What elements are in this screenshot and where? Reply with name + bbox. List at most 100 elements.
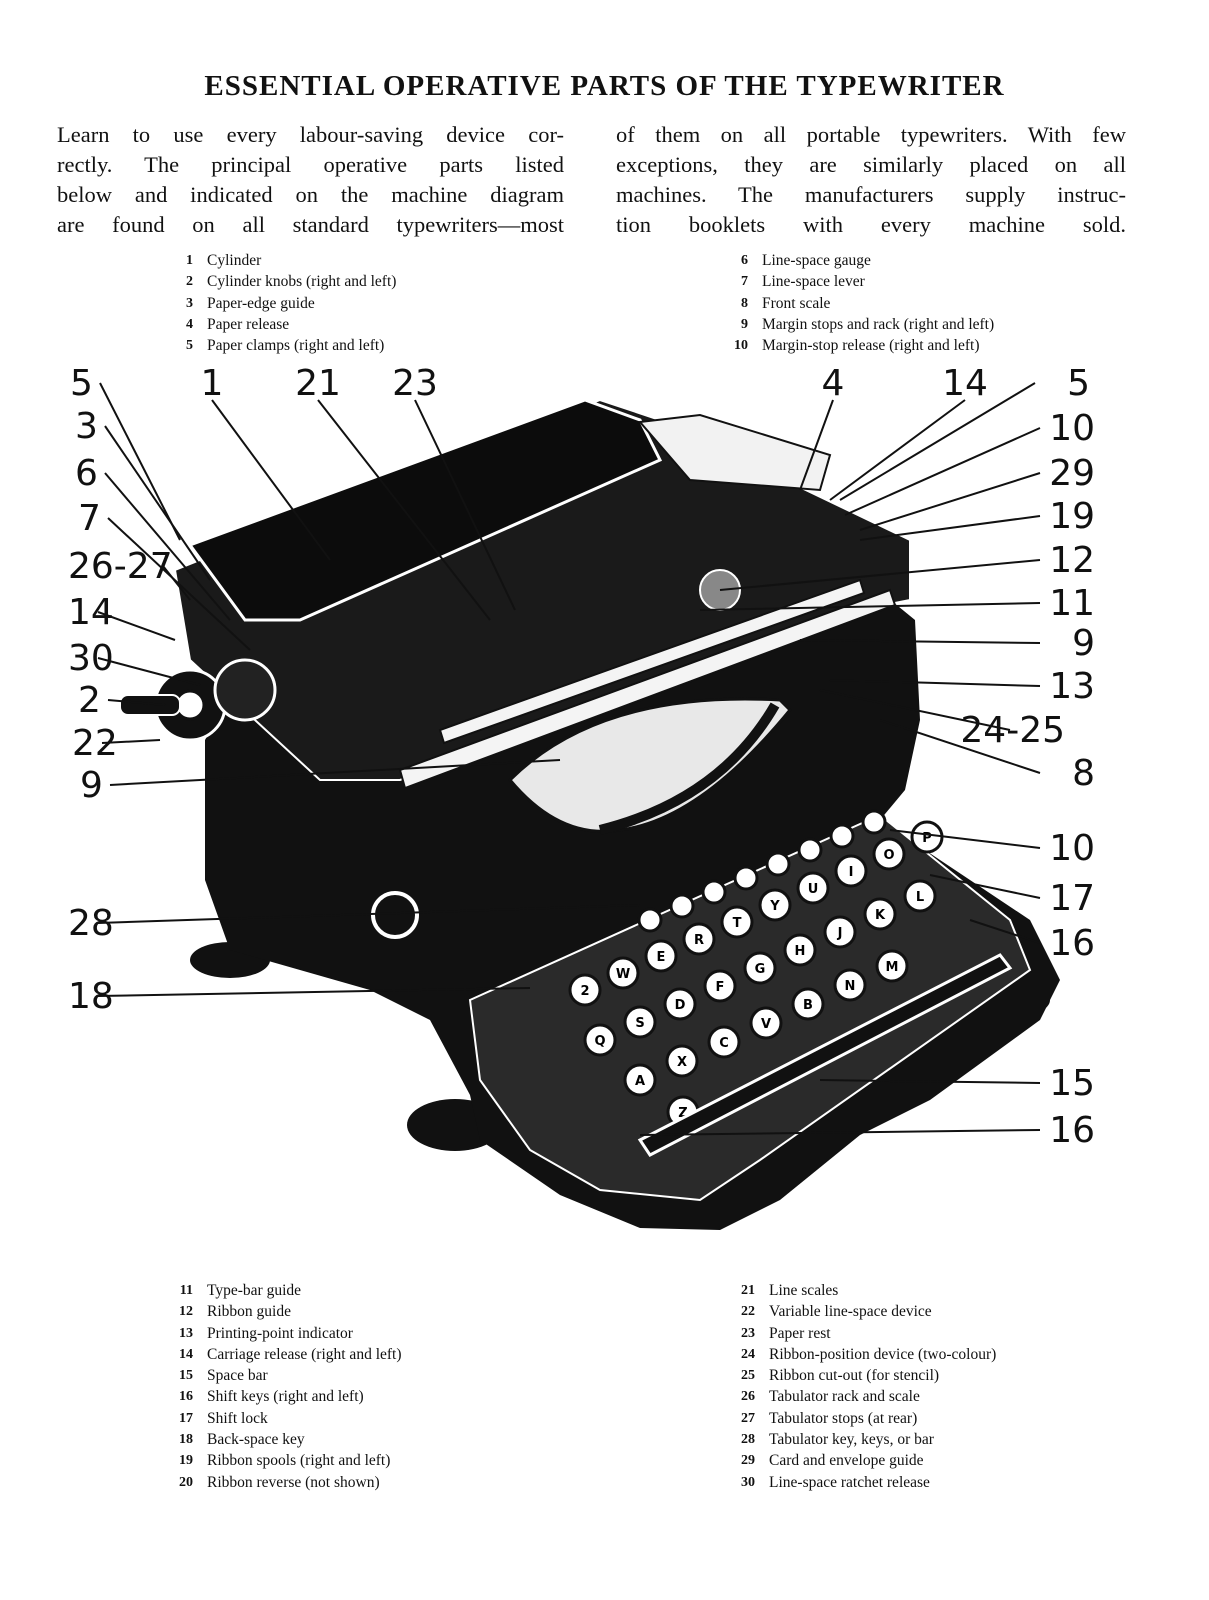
part-number: 18: [179, 1432, 193, 1448]
leader-line: [969, 919, 1041, 944]
intro-line: tion booklets with every machine sold.: [616, 212, 1126, 237]
part-label: Printing-point indicator: [207, 1324, 353, 1342]
key-label: Q: [594, 1034, 605, 1049]
key-label: U: [808, 882, 819, 897]
part-label: Tabulator stops (at rear): [769, 1409, 918, 1427]
key-cap: [791, 987, 825, 1021]
key-cap: [765, 851, 791, 877]
part-label: Margin-stop release (right and left): [762, 337, 980, 355]
key-label: Z: [678, 1106, 687, 1121]
part-label: Variable line-space device: [769, 1303, 932, 1321]
intro-line: machines. The manufacturers supply instr…: [616, 182, 1126, 207]
key-label: A: [635, 1074, 645, 1089]
part-number: 4: [186, 316, 193, 332]
leader-line: [889, 829, 1041, 849]
part-number: 8: [741, 295, 748, 311]
key-cap: [701, 879, 727, 905]
part-number: 9: [741, 316, 748, 332]
leader-line: [844, 427, 1041, 516]
part-label: Ribbon-position device (two-colour): [769, 1345, 997, 1363]
leader-line: [317, 399, 491, 621]
part-number: 7: [741, 274, 748, 290]
part-label: Line-space gauge: [762, 252, 871, 269]
leader-line: [109, 759, 561, 786]
leader-line: [104, 472, 231, 621]
intro-left-column: Learn to use every labour-saving device …: [57, 120, 564, 240]
part-number: 12: [179, 1304, 193, 1320]
leader-line: [101, 739, 161, 744]
part-label: Paper clamps (right and left): [207, 337, 385, 355]
leader-line: [211, 399, 331, 561]
key-cap: [834, 854, 868, 888]
part-label: Cylinder: [207, 252, 262, 269]
part-number: 6: [741, 253, 748, 268]
key-cap: [707, 1025, 741, 1059]
leader-line: [699, 602, 1041, 611]
part-label: Cylinder knobs (right and left): [207, 273, 397, 291]
key-cap: [796, 871, 830, 905]
part-number: 22: [741, 1304, 755, 1320]
key-cap: [823, 915, 857, 949]
part-label: Ribbon cut-out (for stencil): [769, 1367, 940, 1385]
leader-line: [879, 719, 1041, 774]
typebar-basket: [507, 697, 793, 833]
key-label: V: [761, 1017, 771, 1032]
intro-line: of them on all portable typewriters. Wit…: [616, 122, 1126, 147]
part-label: Line-space lever: [762, 273, 865, 291]
part-number: 16: [179, 1389, 193, 1405]
key-cap: [644, 939, 678, 973]
leader-line: [929, 874, 1041, 899]
callout-number: 3: [75, 406, 98, 447]
key-cap: [583, 1023, 617, 1057]
part-item: 2 Cylinder knobs (right and left): [165, 271, 396, 292]
key-label: G: [755, 962, 766, 977]
part-number: 27: [741, 1410, 755, 1426]
part-item: 4 Paper release: [165, 314, 396, 335]
intro-line: below and indicated on the machine diagr…: [57, 182, 564, 207]
tabulator-wheel: [371, 891, 419, 939]
callout-number: 16: [1049, 923, 1095, 964]
part-label: Type-bar guide: [207, 1282, 302, 1299]
key-cap: [665, 1044, 699, 1078]
callout-number: 22: [72, 723, 118, 764]
leader-line: [99, 382, 181, 541]
leader-line: [639, 1129, 1041, 1136]
part-label: Paper release: [207, 315, 290, 333]
key-cap: [623, 1005, 657, 1039]
part-number: 11: [179, 1283, 193, 1298]
key-cap: [863, 897, 897, 931]
leader-line: [829, 679, 1041, 687]
key-cap: [758, 888, 792, 922]
key-label: E: [657, 950, 666, 965]
part-number: 20: [179, 1474, 193, 1490]
part-label: Card and envelope guide: [769, 1452, 924, 1470]
callout-leaders: [97, 382, 1041, 1136]
part-number: 2: [186, 274, 193, 290]
key-cap: [637, 907, 663, 933]
callout-number: 7: [78, 498, 101, 539]
leader-line: [819, 1079, 1041, 1084]
leader-line: [799, 399, 834, 491]
key-label: M: [886, 960, 899, 975]
key-cap: [669, 893, 695, 919]
key-cap: [833, 968, 867, 1002]
part-number: 10: [734, 338, 748, 354]
key-label: F: [716, 980, 725, 995]
part-number: 17: [179, 1410, 193, 1426]
part-number: 5: [186, 338, 193, 354]
part-number: 25: [741, 1368, 755, 1384]
intro-right-column: of them on all portable typewriters. Wit…: [616, 120, 1126, 240]
part-item: 10 Margin-stop release (right and left): [720, 335, 994, 356]
leader-line: [829, 399, 966, 501]
callout-number: 26-27: [68, 546, 173, 587]
page-title: ESSENTIAL OPERATIVE PARTS OF THE TYPEWRI…: [204, 70, 1005, 102]
leader-line: [799, 639, 1041, 644]
callout-number: 5: [70, 363, 93, 404]
key-label: L: [916, 890, 924, 905]
